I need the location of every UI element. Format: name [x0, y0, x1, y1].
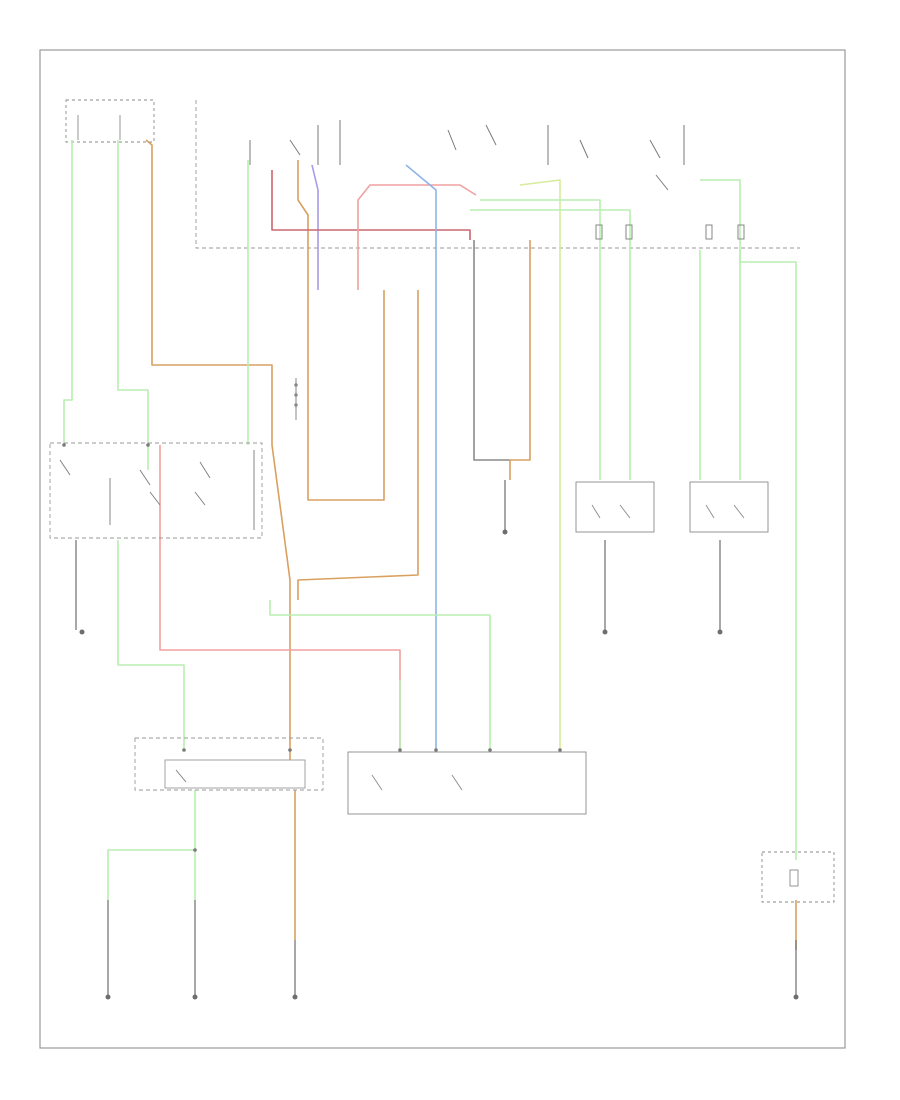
wire-orange-2: [297, 290, 419, 600]
splice-dots: [62, 443, 562, 852]
wire-lime: [519, 179, 561, 750]
wire-green-lower: [117, 540, 185, 750]
ground-icon: [292, 994, 298, 1000]
wire-green-right-1: [480, 199, 601, 480]
wire-red-2: [357, 184, 477, 290]
wire-green-center: [269, 600, 491, 750]
ground-icon: [79, 629, 85, 635]
wire-green-right-3: [700, 179, 741, 480]
wire-green-relay-out: [107, 790, 196, 900]
wire-red-1: [271, 170, 471, 240]
ground-icon: [793, 994, 799, 1000]
wire-green-left-2: [117, 140, 149, 445]
wire-blue: [405, 164, 437, 750]
relay-right-box: [689, 481, 769, 533]
diagram-border: [39, 49, 846, 1049]
relay-coil-middle: [294, 378, 298, 420]
combination-switch-left: [49, 442, 263, 539]
relay-left-box: [575, 481, 655, 533]
wire-orange-3: [509, 240, 531, 480]
wire-green-far-right: [739, 250, 797, 860]
wire-purple: [311, 164, 319, 290]
ground-symbols: [79, 529, 799, 1000]
ground-icon: [602, 629, 608, 635]
relay-box-lower-left: [134, 737, 324, 791]
ground-icon: [502, 529, 508, 535]
wire-green-right-2: [470, 209, 631, 480]
wire-green-left: [63, 140, 73, 445]
wire-orange-relay: [297, 160, 385, 501]
wire-red-long: [159, 445, 401, 750]
junction-switches: [249, 120, 685, 191]
wire-orange-main: [145, 139, 291, 760]
junction-box-outline: [195, 100, 800, 249]
wire-gray: [473, 240, 510, 461]
fuse-right-lower: [761, 851, 835, 903]
ground-icon: [192, 994, 198, 1000]
ground-icon: [105, 994, 111, 1000]
combination-switch-lower: [347, 751, 587, 815]
fuse-box-top-left: [65, 99, 155, 143]
junction-fuses: [595, 224, 745, 240]
ground-icon: [717, 629, 723, 635]
